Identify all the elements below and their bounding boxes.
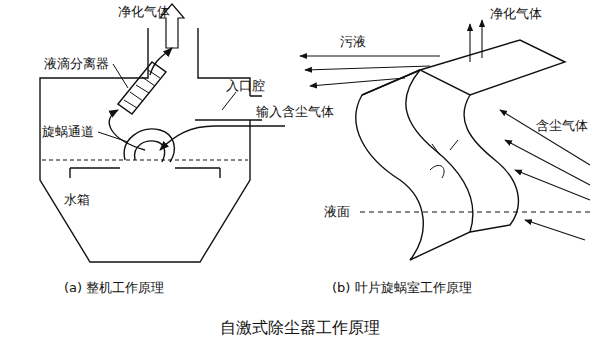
part-label: 含尘气体 <box>536 118 588 134</box>
leader-line <box>98 132 128 142</box>
flow-arrow <box>500 110 590 165</box>
blade-edge <box>464 95 518 232</box>
part-label: 液滴分离器 <box>44 56 109 72</box>
liquid-surface <box>360 212 592 213</box>
part-label: 净化气体 <box>490 6 542 22</box>
partition <box>70 168 220 178</box>
flow-arrow <box>300 55 440 56</box>
part-label: 输入含尘气体 <box>256 104 334 120</box>
flow-arrow <box>469 24 470 62</box>
inlet-floor <box>195 119 250 120</box>
leader-line <box>113 64 128 88</box>
part-label: (b) 叶片旋蜗室工作原理 <box>332 280 472 296</box>
separator-hatch <box>124 70 160 108</box>
blade <box>356 70 473 260</box>
spray <box>430 140 458 178</box>
figure-caption: 自激式除尘器工作原理 <box>220 318 380 338</box>
part-label: (a) 整机工作原理 <box>64 280 164 296</box>
water-level <box>42 160 248 161</box>
leader-line <box>222 92 236 110</box>
partition <box>70 167 220 168</box>
part-label: 水箱 <box>64 192 90 208</box>
flow-arrow <box>310 78 405 86</box>
flow-arrow <box>525 220 585 240</box>
part-label: 入口腔 <box>226 78 265 94</box>
housing <box>40 28 250 262</box>
droplet-separator <box>118 62 166 114</box>
part-label: 液面 <box>324 204 350 220</box>
vortex-blade <box>135 141 165 162</box>
flow-arrow <box>515 170 590 200</box>
flow-arrow <box>160 126 285 150</box>
flow-arrow <box>481 20 482 58</box>
top-plate <box>420 40 565 95</box>
part-label: 污液 <box>340 34 366 50</box>
flow-arrow <box>150 48 172 75</box>
flow-arrow <box>305 66 430 70</box>
flow-arrow <box>109 110 145 150</box>
part-label: 净化气体 <box>118 4 170 20</box>
part-label: 旋蜗通道 <box>42 124 94 140</box>
flow-arrow <box>505 140 590 185</box>
blade-edge <box>362 70 420 95</box>
